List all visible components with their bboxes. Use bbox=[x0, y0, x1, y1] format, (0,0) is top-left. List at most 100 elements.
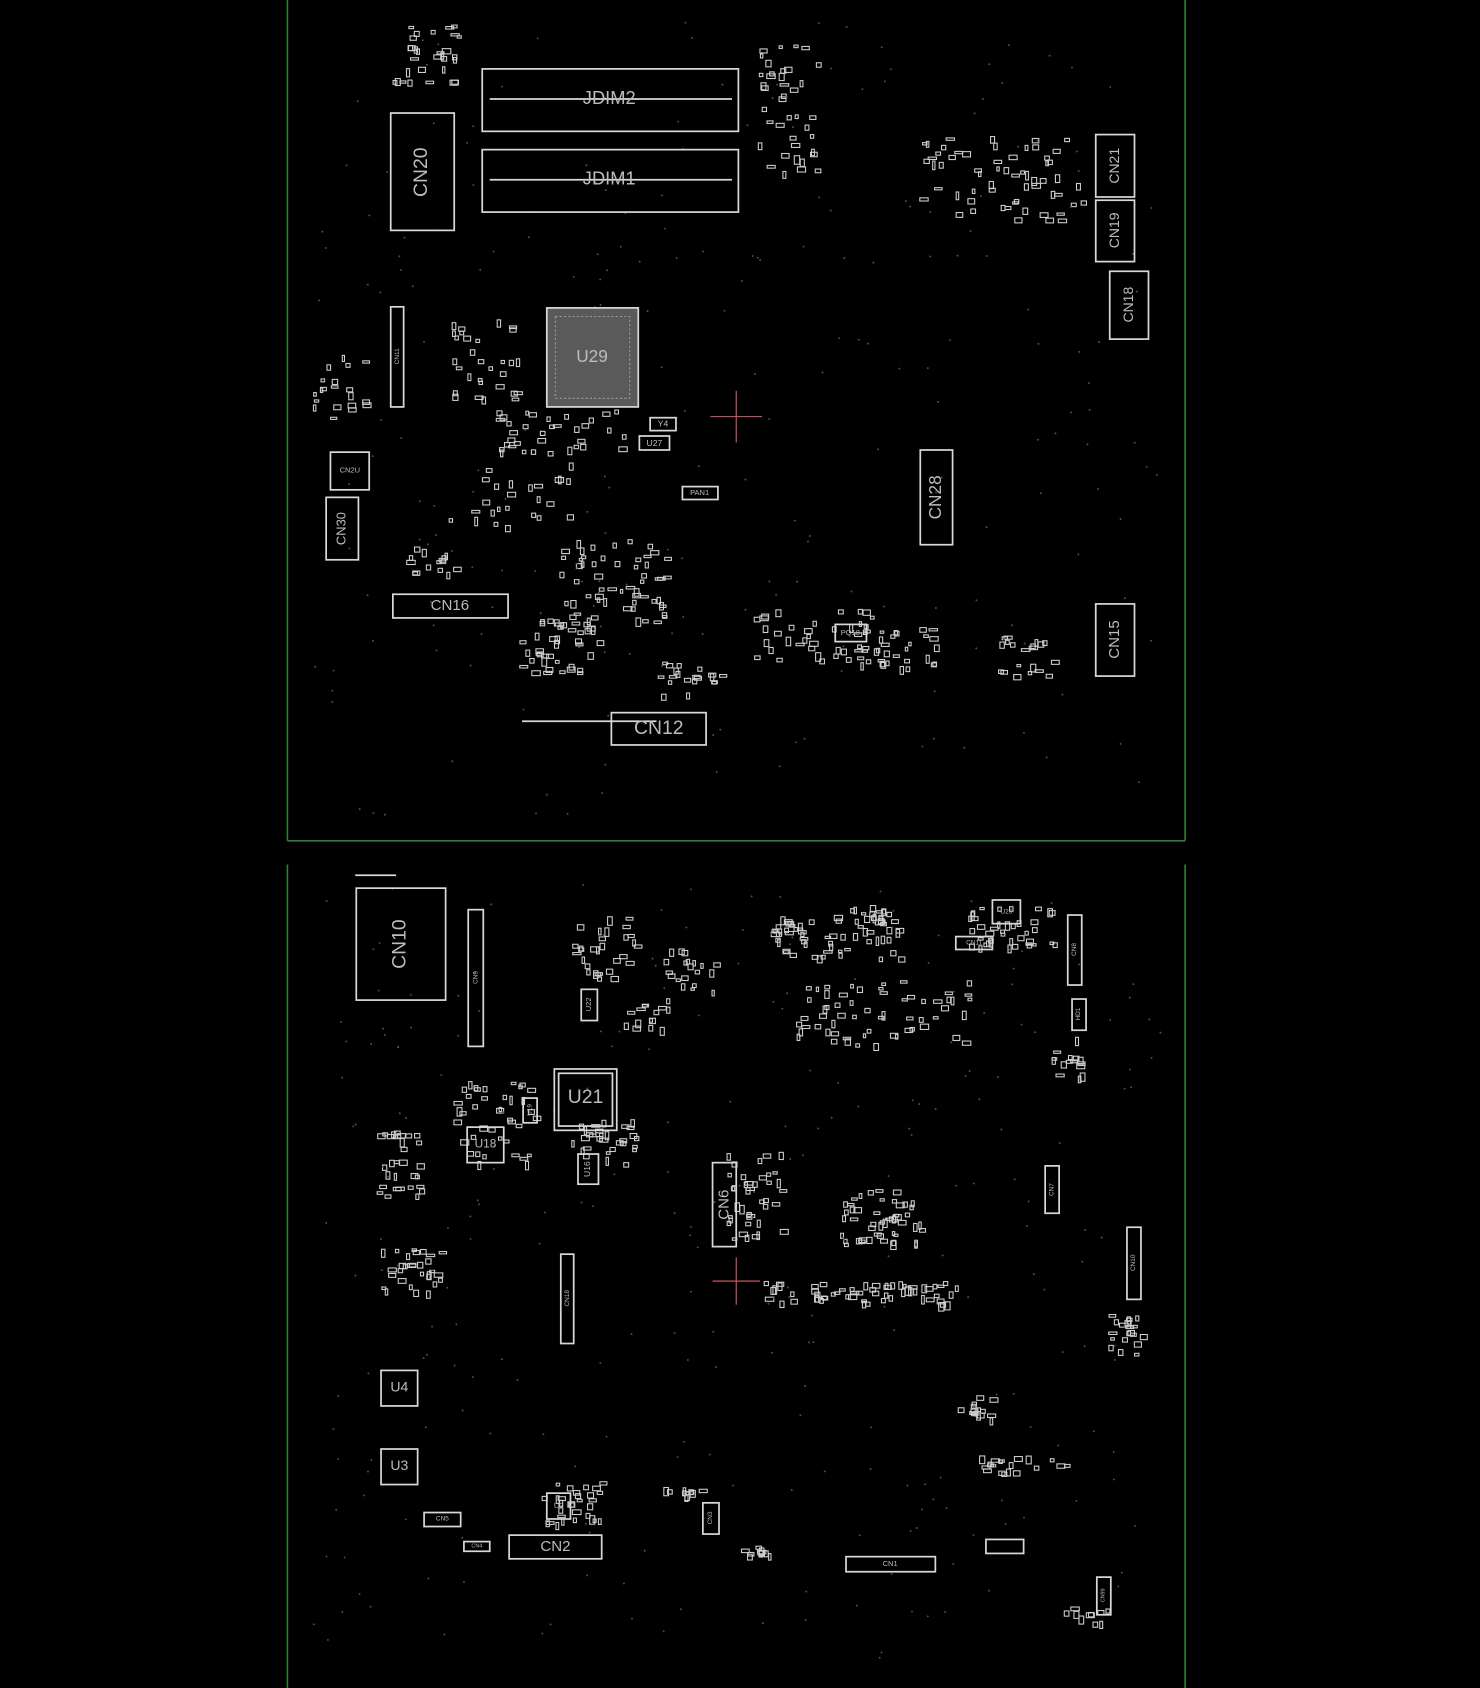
via bbox=[366, 283, 369, 286]
component-cn20[interactable]: CN20 bbox=[389, 112, 456, 232]
component-jdim1[interactable]: JDIM1 bbox=[481, 148, 740, 213]
via bbox=[418, 500, 421, 503]
component-cn3[interactable]: CN3 bbox=[702, 1501, 720, 1535]
component-pq18[interactable]: PQ18 bbox=[834, 623, 868, 643]
via bbox=[779, 895, 782, 898]
via bbox=[471, 1376, 474, 1379]
smd-pad bbox=[838, 952, 843, 959]
smd-pad bbox=[954, 150, 964, 155]
component-cn10-right[interactable]: CN10 bbox=[1126, 1226, 1142, 1301]
smd-pad bbox=[379, 1184, 387, 1190]
component-unlabeled-connector[interactable] bbox=[985, 1538, 1025, 1555]
smd-pad bbox=[987, 1413, 997, 1419]
smd-pad bbox=[592, 1485, 601, 1492]
component-u19[interactable]: U19 bbox=[522, 1097, 538, 1124]
via bbox=[331, 701, 334, 703]
component-cn18[interactable]: CN18 bbox=[559, 1253, 575, 1345]
component-cn11[interactable]: CN11 bbox=[954, 935, 994, 951]
component-cn9[interactable]: CN9 bbox=[467, 908, 485, 1048]
smd-pad bbox=[1034, 639, 1039, 647]
via bbox=[339, 1020, 342, 1023]
smd-pad bbox=[762, 1203, 769, 1210]
smd-pad bbox=[765, 59, 772, 68]
smd-pad bbox=[1057, 218, 1068, 224]
smd-pad bbox=[990, 1458, 1001, 1463]
component-cn1[interactable]: CN1 bbox=[845, 1555, 937, 1573]
smd-pad bbox=[632, 1144, 638, 1149]
smd-pad bbox=[666, 998, 671, 1005]
via bbox=[968, 1070, 971, 1072]
component-cn28[interactable]: CN28 bbox=[919, 449, 954, 546]
via bbox=[501, 569, 504, 572]
component-cn16[interactable]: CN16 bbox=[392, 593, 509, 619]
component-cn6[interactable]: CN6 bbox=[711, 1161, 738, 1248]
smd-pad bbox=[932, 1283, 938, 1290]
component-cn21[interactable]: CN21 bbox=[1094, 133, 1136, 198]
component-cn7[interactable]: CN7 bbox=[1044, 1165, 1061, 1215]
component-cn4[interactable]: CN4 bbox=[463, 1540, 491, 1553]
component-u25[interactable]: U25 bbox=[991, 899, 1022, 925]
component-cn8[interactable]: CN8 bbox=[1066, 914, 1083, 986]
smd-pad bbox=[990, 135, 996, 144]
component-u3[interactable]: U3 bbox=[380, 1448, 419, 1486]
via bbox=[1150, 639, 1152, 642]
component-u22[interactable]: U22 bbox=[580, 988, 599, 1022]
smd-pad bbox=[561, 555, 567, 560]
smd-pad bbox=[642, 619, 649, 624]
via bbox=[1117, 1585, 1120, 1588]
component-cn5[interactable]: CN5 bbox=[423, 1511, 462, 1528]
smd-pad bbox=[564, 413, 570, 420]
smd-pad bbox=[572, 1517, 577, 1524]
via bbox=[588, 1531, 591, 1534]
smd-pad bbox=[1053, 1050, 1062, 1054]
component-u27[interactable]: U27 bbox=[638, 435, 671, 451]
component-cn2[interactable]: CN2 bbox=[508, 1534, 603, 1560]
via bbox=[1128, 996, 1131, 999]
smd-pad bbox=[815, 62, 822, 68]
component-cn12[interactable]: CN12 bbox=[522, 711, 707, 746]
component-cn2u[interactable]: CN2U bbox=[329, 451, 371, 491]
via bbox=[643, 1549, 646, 1552]
smd-pad bbox=[1000, 670, 1009, 675]
smd-pad bbox=[768, 1552, 772, 1561]
component-u18[interactable]: U18 bbox=[466, 1126, 505, 1164]
component-cn15[interactable]: CN15 bbox=[1094, 603, 1136, 677]
component-cn10[interactable]: CN10 bbox=[355, 887, 447, 1001]
component-cn11[interactable]: CN11 bbox=[389, 305, 405, 408]
via bbox=[325, 1221, 328, 1224]
via bbox=[932, 1498, 935, 1501]
component-y4[interactable]: Y4 bbox=[649, 416, 677, 432]
component-u4[interactable]: U4 bbox=[380, 1369, 419, 1407]
component-hd1[interactable]: HD1 bbox=[1071, 998, 1087, 1032]
component-jdim2[interactable]: JDIM2 bbox=[481, 68, 740, 133]
smd-pad bbox=[800, 1015, 809, 1021]
via bbox=[985, 526, 988, 529]
smd-pad bbox=[759, 48, 768, 54]
component-cn19[interactable]: CN19 bbox=[1094, 199, 1136, 263]
component-u29[interactable]: U29 bbox=[545, 307, 640, 408]
smd-pad bbox=[625, 585, 636, 590]
via bbox=[744, 608, 747, 611]
via bbox=[337, 1458, 339, 1461]
smd-pad bbox=[475, 1151, 481, 1158]
via bbox=[855, 1604, 858, 1607]
component-u16[interactable]: U16 bbox=[577, 1153, 600, 1186]
component-pan1[interactable]: PAN1 bbox=[681, 485, 719, 501]
via bbox=[522, 708, 525, 711]
via bbox=[314, 665, 317, 668]
smd-pad bbox=[814, 1023, 822, 1030]
smd-pad bbox=[507, 491, 517, 498]
via bbox=[850, 590, 853, 593]
component-u2[interactable]: U2 bbox=[545, 1492, 572, 1520]
smd-pad bbox=[983, 942, 988, 948]
smd-pad bbox=[460, 1139, 470, 1146]
label: U4 bbox=[390, 1378, 408, 1394]
via bbox=[601, 792, 604, 795]
component-u21[interactable]: U21 bbox=[553, 1068, 618, 1132]
component-cn99[interactable]: CN99 bbox=[1095, 1576, 1112, 1616]
component-cn30[interactable]: CN30 bbox=[325, 496, 360, 561]
via bbox=[424, 1426, 427, 1429]
via bbox=[934, 607, 937, 610]
component-cn18[interactable]: CN18 bbox=[1108, 270, 1150, 340]
